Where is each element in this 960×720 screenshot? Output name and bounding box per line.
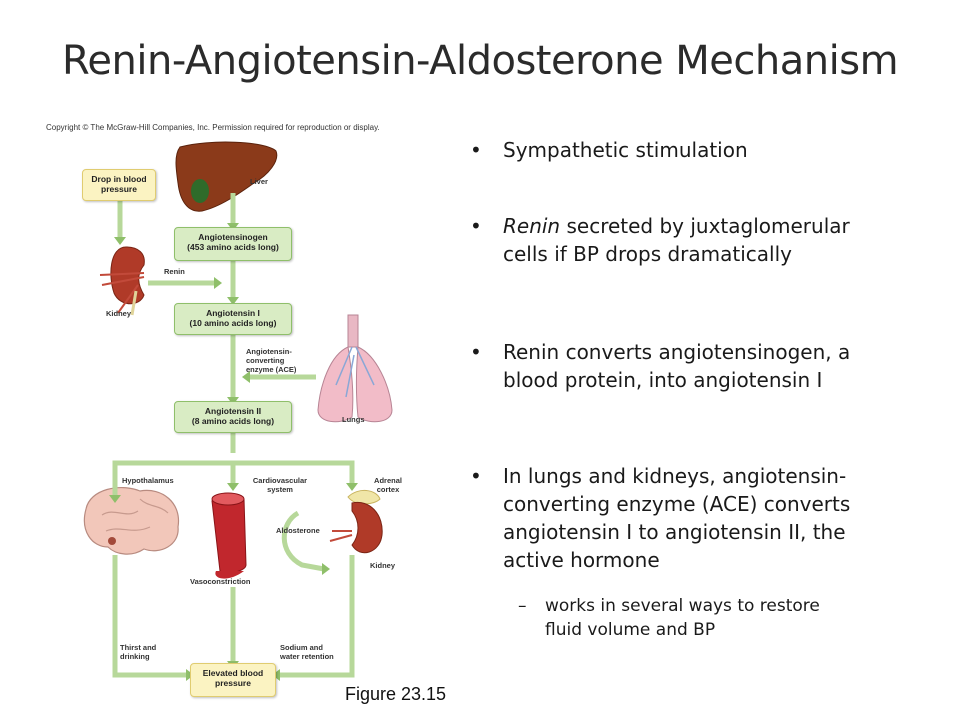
bullet-renin-converts: Renin converts angiotensinogen, a blood … [470, 338, 850, 394]
brain-illustration [83, 487, 180, 555]
label-line: system [267, 485, 293, 494]
slide-title: Renin-Angiotensin-Aldosterone Mechanism [61, 38, 899, 84]
bullet-text: blood protein, into angiotensin I [503, 368, 823, 392]
label-line: enzyme (ACE) [246, 365, 297, 374]
cardiovascular-label: Cardiovascular system [240, 476, 320, 494]
box-line: (8 amino acids long) [191, 416, 275, 426]
label-line: Adrenal [374, 476, 402, 485]
diagram-graphics [83, 141, 393, 681]
box-line: pressure [101, 184, 137, 194]
hypothalamus-label: Hypothalamus [122, 476, 174, 485]
label-line: Sodium and [280, 643, 323, 652]
box-line: (10 amino acids long) [189, 318, 277, 328]
bullet-renin-secreted: Renin secreted by juxtaglomerular cells … [470, 212, 850, 268]
lungs-label: Lungs [342, 415, 365, 424]
angiotensinogen-box: Angiotensinogen (453 amino acids long) [174, 227, 292, 261]
bullet-text: angiotensin I to angiotensin II, the [503, 520, 846, 544]
box-line: Drop in blood [91, 174, 147, 184]
figure-label: Figure 23.15 [345, 684, 447, 704]
bullet-sympathetic: Sympathetic stimulation [470, 136, 748, 164]
label-line: Angiotensin- [246, 347, 292, 356]
kidney-illustration-top [99, 246, 145, 316]
bullet-text: works in several ways to restore [545, 596, 820, 616]
renin-label: Renin [164, 267, 185, 276]
label-line: Cardiovascular [252, 476, 308, 485]
angiotensin-ii-box: Angiotensin II (8 amino acids long) [174, 401, 292, 433]
raas-diagram: Drop in blood pressure Angiotensinogen (… [40, 135, 450, 697]
adrenal-cortex-label: Adrenal cortex [366, 476, 410, 494]
label-line: water retention [280, 652, 334, 661]
elevated-bp-box: Elevated blood pressure [190, 663, 276, 697]
angiotensin-i-box: Angiotensin I (10 amino acids long) [174, 303, 292, 335]
box-line: pressure [215, 678, 251, 688]
vasoconstriction-label: Vasoconstriction [190, 577, 251, 586]
aldosterone-label: Aldosterone [276, 526, 320, 535]
ace-label: Angiotensin- converting enzyme (ACE) [246, 347, 296, 374]
bullet-text: converting enzyme (ACE) converts [503, 492, 851, 516]
bullet-text: In lungs and kidneys, angiotensin- [503, 464, 847, 488]
box-line: Elevated blood [202, 668, 264, 678]
bullet-text: Sympathetic stimulation [503, 138, 748, 162]
label-line: converting [246, 356, 285, 365]
drop-in-bp-box: Drop in blood pressure [82, 169, 156, 201]
kidney-label-bottom: Kidney [370, 561, 396, 570]
bullet-text: fluid volume and BP [545, 620, 716, 640]
bullet-text: Renin converts angiotensinogen, a [503, 340, 851, 364]
kidney-illustration-bottom [329, 490, 383, 554]
sodium-label: Sodium and water retention [280, 643, 334, 661]
blood-vessel-illustration [211, 492, 247, 579]
box-line: (453 amino acids long) [187, 242, 279, 252]
label-line: cortex [376, 485, 400, 494]
bullet-ace: In lungs and kidneys, angiotensin- conve… [470, 462, 850, 574]
bullet-text: cells if BP drops dramatically [503, 242, 792, 266]
lungs-illustration [317, 314, 393, 423]
bullet-emphasis: Renin [503, 214, 561, 238]
flow-arrows [112, 193, 355, 678]
copyright-notice: Copyright © The McGraw-Hill Companies, I… [46, 123, 380, 132]
bullet-text: active hormone [503, 548, 660, 572]
box-line: Angiotensinogen [198, 232, 268, 242]
box-line: Angiotensin I [206, 308, 260, 318]
label-line: drinking [120, 652, 150, 661]
label-line: Thirst and [120, 643, 157, 652]
box-line: Angiotensin II [204, 406, 262, 416]
kidney-label-top: Kidney [106, 309, 132, 318]
liver-label: Liver [250, 177, 268, 186]
liver-illustration [175, 141, 278, 212]
bullet-text: secreted by juxtaglomerular [560, 214, 850, 238]
sub-bullet-restore: works in several ways to restore fluid v… [470, 594, 820, 642]
thirst-label: Thirst and drinking [120, 643, 156, 661]
